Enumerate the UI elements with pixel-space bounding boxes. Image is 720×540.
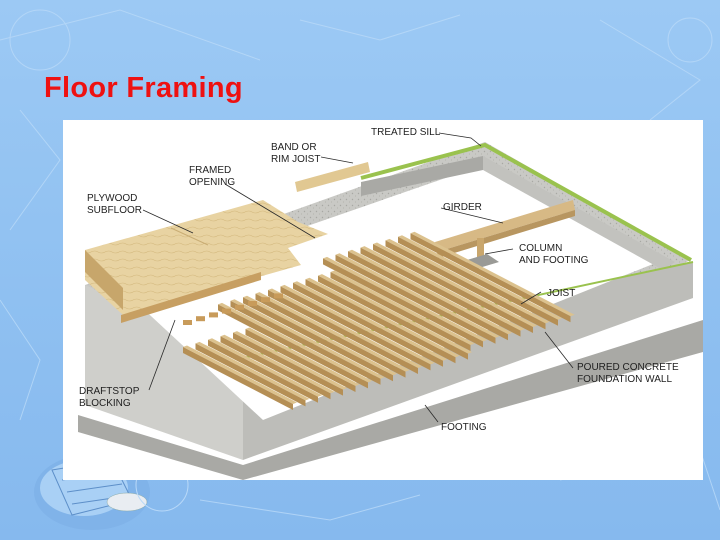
joist-side — [410, 233, 571, 323]
floor-framing-diagram: TREATED SILL BAND OR RIM JOIST FRAMED OP… — [63, 120, 703, 480]
joist-side — [330, 272, 471, 351]
joist — [373, 242, 537, 327]
label-poured-concrete-line2: FOUNDATION WALL — [577, 374, 672, 385]
label-framed-opening-line2: OPENING — [189, 177, 235, 188]
joist — [335, 253, 500, 338]
joist-side — [208, 339, 318, 403]
label-draftstop-blocking-line1: DRAFTSTOP — [79, 386, 140, 397]
label-plywood-subfloor-line1: PLYWOOD — [87, 193, 137, 204]
diagram-labels: TREATED SILL BAND OR RIM JOIST FRAMED OP… — [79, 127, 679, 433]
draftstop-block — [209, 312, 218, 318]
joist — [360, 246, 525, 331]
label-band-rim-joist-line2: RIM JOIST — [271, 154, 320, 165]
floor-framing-illustration: TREATED SILL BAND OR RIM JOIST FRAMED OP… — [78, 127, 703, 480]
joist-side — [280, 286, 431, 371]
joist-side — [373, 244, 533, 333]
draftstop-block — [222, 308, 231, 314]
joist — [208, 338, 322, 397]
joist-side — [183, 347, 293, 410]
girder — [435, 200, 575, 258]
label-leader-lines — [142, 132, 574, 423]
joist — [348, 249, 512, 335]
joist — [268, 288, 422, 368]
label-joist: JOIST — [547, 288, 575, 299]
joist-side — [323, 258, 483, 348]
joist-side — [335, 254, 496, 344]
joist-side — [293, 282, 443, 367]
draftstop-block — [248, 301, 257, 306]
label-draftstop-blocking-line2: BLOCKING — [79, 398, 131, 409]
joist — [230, 299, 385, 379]
label-band-rim-joist-line1: BAND OR — [271, 142, 317, 153]
joist — [398, 235, 562, 320]
draftstop-block — [274, 293, 283, 299]
joist — [293, 281, 447, 361]
label-column-and-footing-line2: AND FOOTING — [519, 255, 589, 266]
joist — [330, 270, 475, 345]
label-plywood-subfloor-line2: SUBFLOOR — [87, 205, 142, 216]
joist — [318, 274, 472, 354]
joist-side — [360, 247, 521, 337]
joist-side — [233, 332, 343, 396]
plywood-subfloor — [85, 200, 328, 315]
joist-side — [305, 279, 456, 364]
label-footing: FOOTING — [441, 422, 487, 433]
joist — [410, 231, 575, 317]
joist-side — [318, 275, 468, 360]
joist-side — [348, 251, 508, 341]
joist — [323, 256, 487, 342]
draftstop-block — [196, 316, 205, 322]
label-column-and-footing-line1: COLUMN — [519, 243, 562, 254]
floor-joists — [183, 231, 575, 410]
joist-side — [218, 304, 368, 389]
joist-side — [385, 240, 546, 330]
slide-title: Floor Framing — [44, 72, 243, 104]
joist — [385, 238, 550, 324]
joist — [233, 331, 347, 390]
joist — [255, 292, 410, 372]
joist — [195, 341, 310, 401]
joist — [245, 327, 360, 386]
draftstop-block — [235, 304, 244, 310]
joist — [220, 334, 335, 394]
draftstop-block — [183, 320, 192, 325]
joist — [243, 295, 397, 376]
joist-side — [220, 336, 331, 400]
joist-side — [398, 236, 558, 326]
label-framed-opening-line1: FRAMED — [189, 165, 231, 176]
label-poured-concrete-line1: POURED CONCRETE — [577, 362, 679, 373]
joist — [305, 277, 460, 358]
draftstop-block — [261, 297, 270, 303]
label-girder: GIRDER — [443, 202, 482, 213]
joist-side — [243, 297, 393, 382]
joist — [280, 284, 435, 365]
joist-side — [230, 300, 381, 385]
label-treated-sill: TREATED SILL — [371, 127, 441, 138]
joist-side — [255, 293, 406, 378]
joist — [183, 345, 297, 404]
joist-side — [195, 343, 306, 407]
joist-side — [245, 329, 356, 392]
joist — [218, 302, 372, 383]
joist-side — [268, 290, 418, 374]
band-rim-joist — [121, 162, 370, 323]
